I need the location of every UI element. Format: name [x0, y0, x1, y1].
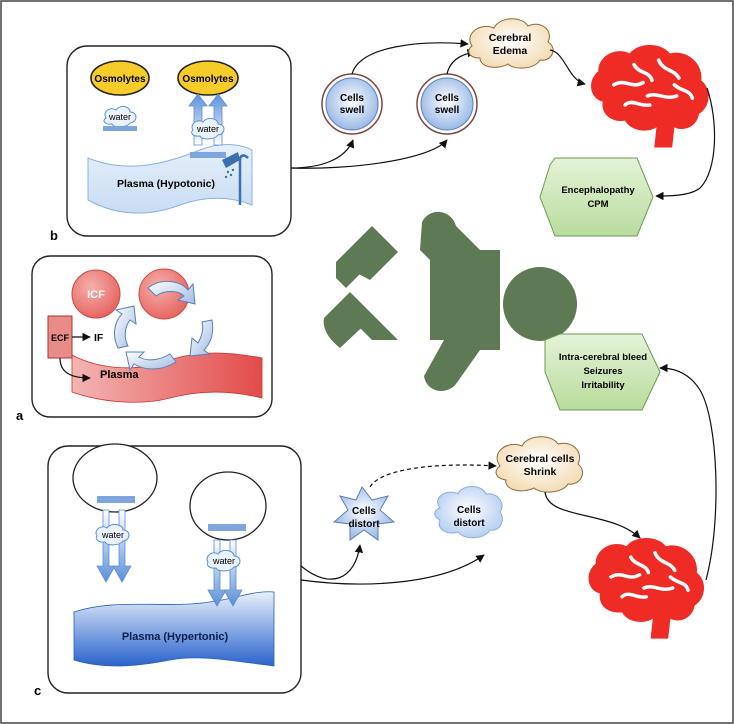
icf-label: ICF	[87, 289, 105, 301]
arrow-edema-to-brain	[549, 49, 586, 87]
plasma-hypertonic-label: Plasma (Hypertonic)	[122, 631, 229, 643]
cells-swell-1	[325, 77, 379, 131]
arrow-to-cells-distort-cloud	[300, 554, 485, 585]
cells-swell-2-line1: Cells	[435, 93, 459, 104]
cerebral-shrink-line1: Cerebral cells	[506, 453, 575, 465]
plasma-hypotonic-wave	[87, 144, 253, 214]
cells-distort-cloud-line2: distort	[453, 518, 485, 529]
water-c-left-label: water	[101, 530, 124, 540]
cell-right	[189, 471, 267, 541]
water-c-right-label: water	[212, 556, 235, 566]
outcome-line1: Intra-cerebral bleed	[559, 352, 647, 363]
cells-swell-1-line1: Cells	[340, 93, 364, 104]
outcome-line3: Irritability	[581, 380, 625, 391]
osmolyte-right	[177, 60, 239, 96]
arrow-to-cells-swell-2	[290, 139, 448, 169]
water-up-arrows	[188, 93, 228, 146]
plasma-a-label: Plasma	[100, 369, 139, 381]
intracerebral-outcome-box	[544, 333, 661, 411]
cerebral-edema-line2: Edema	[493, 45, 528, 57]
membrane-c-left	[97, 496, 135, 503]
arrow-shrink-to-brain	[544, 491, 641, 539]
plasma-hypertonic-wave	[73, 591, 275, 667]
icf-circle	[71, 269, 121, 319]
cycle-arrows-icon	[114, 281, 214, 372]
cells-swell-2	[420, 77, 474, 131]
cells-distort-star	[332, 486, 396, 541]
brain-icon-bottom	[586, 536, 706, 641]
water-cloud-c-left	[95, 523, 130, 546]
cells-distort-star-line2: distort	[348, 519, 380, 530]
cells-distort-cloud-line1: Cells	[457, 505, 481, 516]
encephalopathy-line2: CPM	[587, 199, 608, 210]
panel-c-letter: c	[34, 683, 41, 698]
encephalopathy-box	[539, 157, 654, 237]
cell-left	[72, 443, 158, 513]
ecf-label: ECF	[51, 333, 70, 343]
water-cloud-left	[103, 105, 137, 128]
panel-b-letter: b	[50, 228, 58, 243]
arrow-star-to-shrink	[369, 461, 497, 488]
arrow-ecf-to-plasma	[59, 357, 91, 383]
cerebral-shrink-line2: Shrink	[524, 466, 557, 478]
water-left-label: water	[108, 112, 131, 122]
panel-a-letter: a	[16, 408, 24, 423]
cells-swell-2-line2: swell	[435, 105, 460, 116]
arrow-to-cells-distort-star	[300, 544, 364, 580]
outcome-line2: Seizures	[583, 366, 622, 377]
water-down-arrows-left	[96, 509, 132, 583]
membrane-right	[190, 152, 226, 158]
panel-a: a Plasma ECF IF ICF	[16, 255, 273, 423]
water-down-arrows-right	[207, 539, 243, 607]
encephalopathy-line1: Encephalopathy	[561, 185, 635, 196]
panel-b: b Plasma (Hypotonic) Osmolytes water Osm…	[50, 18, 716, 243]
if-label: IF	[94, 332, 104, 344]
osmolyte-right-label: Osmolytes	[182, 74, 234, 85]
water-right-label: water	[196, 124, 219, 134]
cells-distort-star-line1: Cells	[352, 506, 376, 517]
membrane-left	[103, 126, 137, 131]
cerebral-shrink-cloud	[495, 436, 583, 493]
cells-distort-cloud	[434, 486, 503, 539]
water-cloud-c-right	[206, 549, 241, 572]
cells-swell-1-line2: swell	[340, 105, 365, 116]
arrow-cells1-to-edema	[351, 39, 469, 75]
arrow-to-cells-swell-1	[290, 139, 355, 169]
water-cloud-right	[191, 117, 225, 140]
brain-icon	[589, 43, 711, 150]
shower-icon	[222, 152, 249, 205]
plasma-hypotonic-label: Plasma (Hypotonic)	[117, 178, 215, 190]
cerebral-edema-line1: Cerebral	[489, 32, 532, 44]
arrow-brain-to-encephalopathy	[655, 87, 716, 201]
membrane-c-right	[208, 524, 246, 531]
panel-c: c Plasma (Hypertonic) water water Cells …	[34, 333, 717, 698]
baby-icon	[323, 211, 577, 391]
osmolyte-left	[90, 60, 150, 96]
cerebral-edema-cloud	[468, 18, 554, 69]
arrow-brain-to-outcome	[659, 363, 717, 581]
osmolyte-left-label: Osmolytes	[94, 74, 146, 85]
